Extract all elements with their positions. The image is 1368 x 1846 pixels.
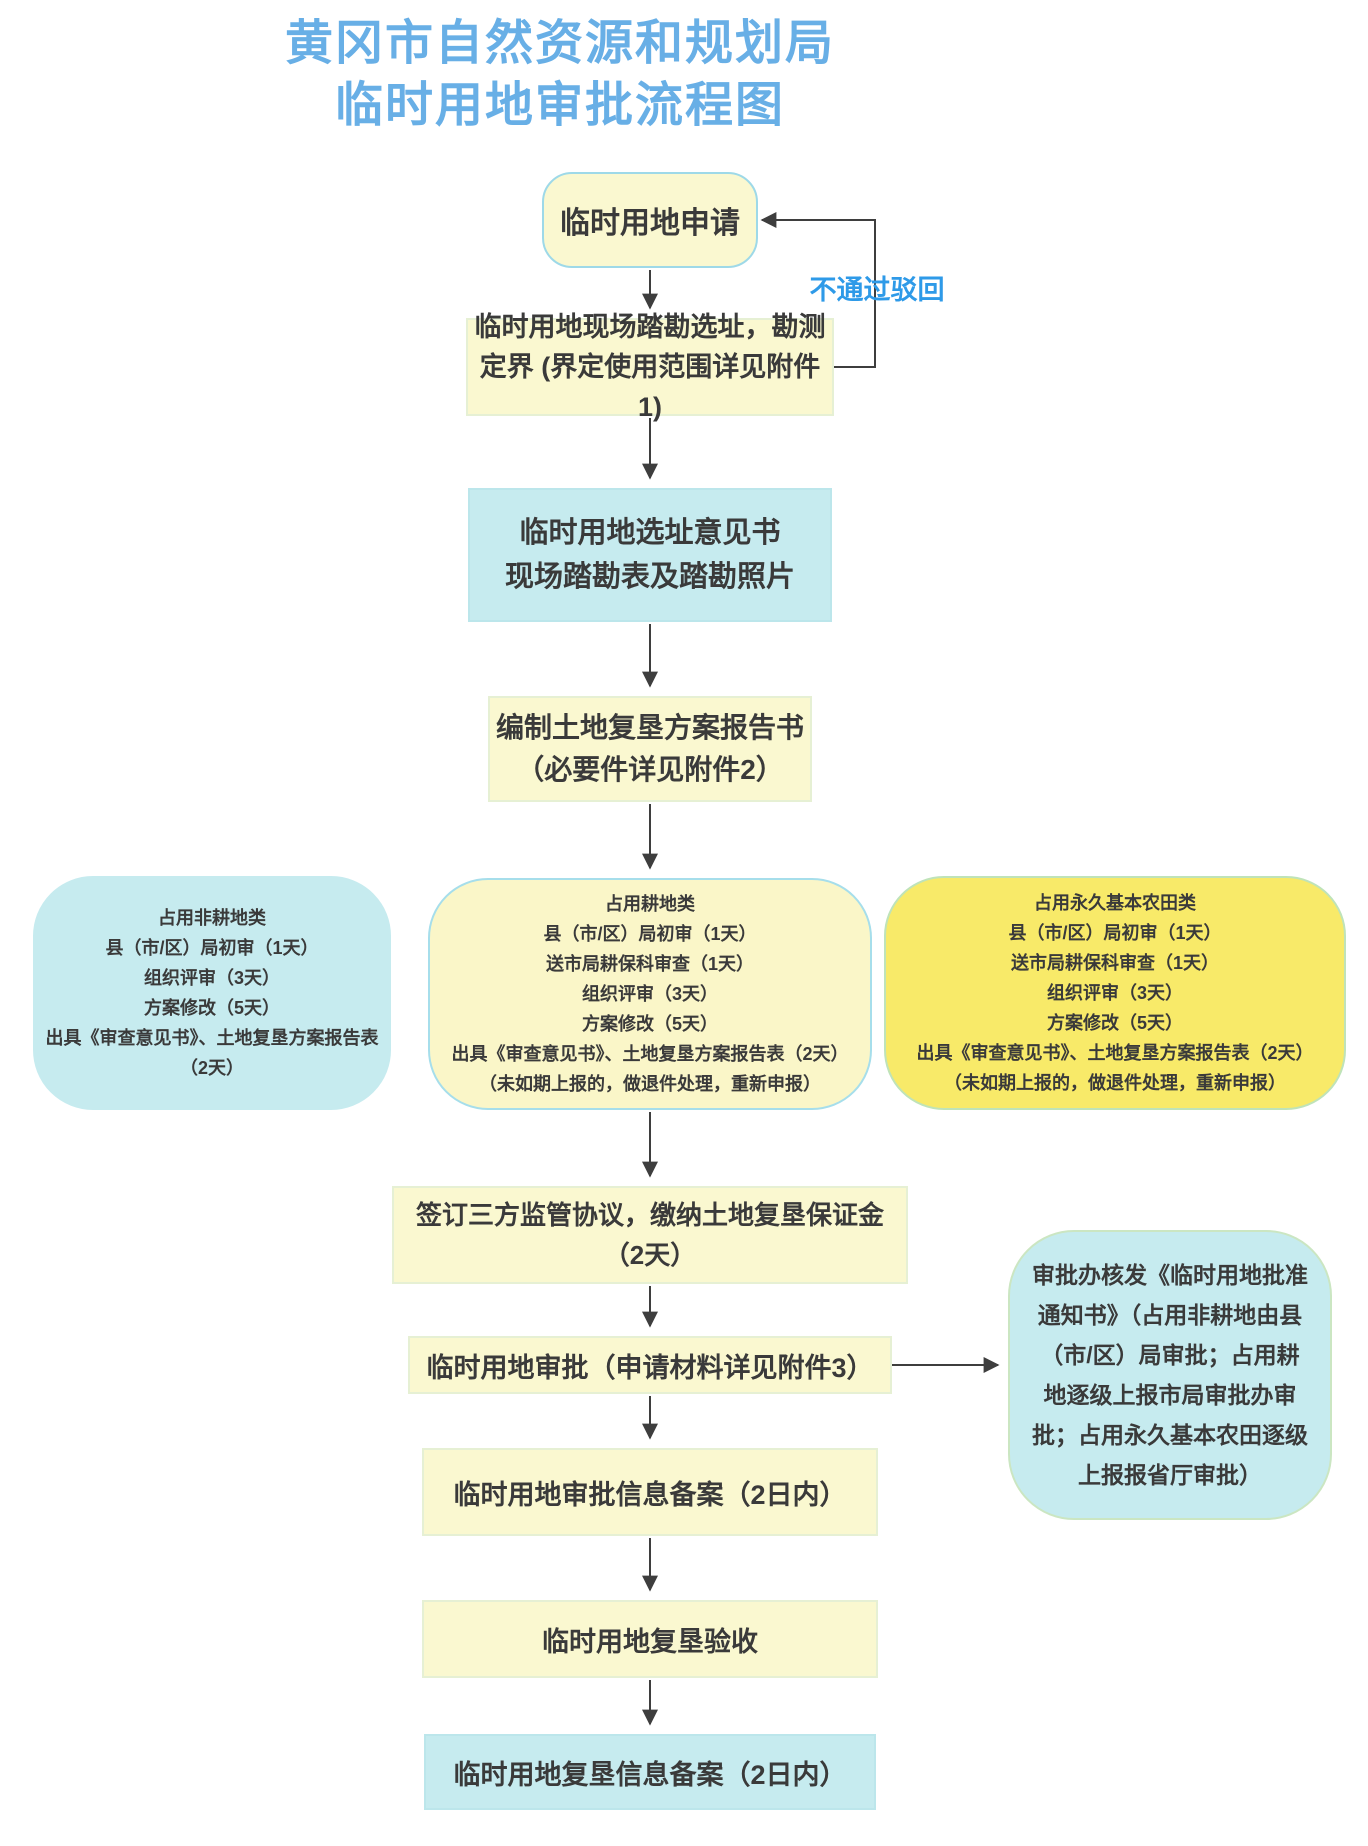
- node-opinion: 临时用地选址意见书 现场踏勘表及踏勘照片: [468, 488, 832, 622]
- node-approval-note: 审批办核发《临时用地批准 通知书》（占用非耕地由县 （市/区）局审批；占用耕 地…: [1008, 1230, 1332, 1520]
- node-acceptance: 临时用地复垦验收: [422, 1600, 878, 1678]
- node-plan: 编制土地复垦方案报告书 （必要件详见附件2）: [488, 696, 812, 802]
- node-category-non-arable: 占用非耕地类 县（市/区）局初审（1天） 组织评审（3天） 方案修改（5天） 出…: [33, 876, 391, 1110]
- node-category-arable: 占用耕地类 县（市/区）局初审（1天） 送市局耕保科审查（1天） 组织评审（3天…: [428, 878, 872, 1110]
- node-record-approval: 临时用地审批信息备案（2日内）: [422, 1448, 878, 1536]
- node-survey: 临时用地现场踏勘选址，勘测 定界 (界定使用范围详见附件1): [466, 312, 834, 422]
- page-title-line2: 临时用地审批流程图: [334, 79, 785, 132]
- node-agreement: 签订三方监管协议，缴纳土地复垦保证金 （2天）: [392, 1186, 908, 1284]
- node-record-reclaim: 临时用地复垦信息备案（2日内）: [424, 1734, 876, 1810]
- node-approval: 临时用地审批（申请材料详见附件3）: [408, 1336, 892, 1394]
- node-apply: 临时用地申请: [542, 172, 758, 268]
- node-category-permanent-farmland: 占用永久基本农田类 县（市/区）局初审（1天） 送市局耕保科审查（1天） 组织评…: [884, 876, 1346, 1110]
- page-title-line1: 黄冈市自然资源和规划局: [284, 17, 835, 70]
- reject-label: 不通过驳回: [809, 275, 945, 305]
